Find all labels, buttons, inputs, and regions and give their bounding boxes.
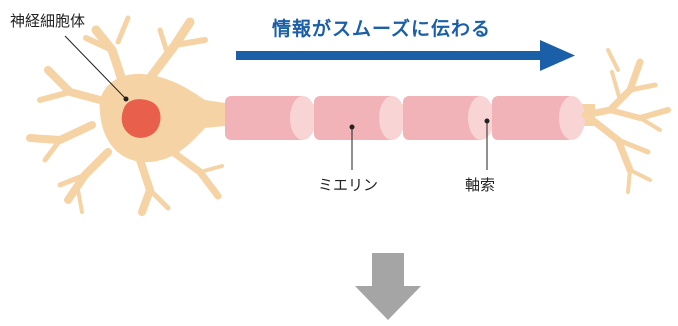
myelin-segment [403, 96, 494, 140]
flow-arrow [236, 40, 575, 71]
soma-label: 神経細胞体 [10, 12, 86, 30]
neuron-soma [26, 15, 225, 216]
axon-terminal [581, 48, 671, 194]
nucleus [121, 99, 161, 138]
leader-lines [64, 35, 490, 170]
down-arrow [355, 253, 421, 320]
myelin-sheath [225, 96, 585, 140]
dendrites [26, 15, 224, 216]
myelin-segment [314, 96, 405, 140]
myelin-segment [492, 96, 585, 140]
soma-leader-line [64, 35, 127, 100]
myelin-segment [225, 96, 316, 140]
axon-label: 軸索 [465, 176, 496, 194]
myelin-label: ミエリン [318, 176, 379, 194]
flow-label: 情報がスムーズに伝わる [272, 18, 492, 40]
